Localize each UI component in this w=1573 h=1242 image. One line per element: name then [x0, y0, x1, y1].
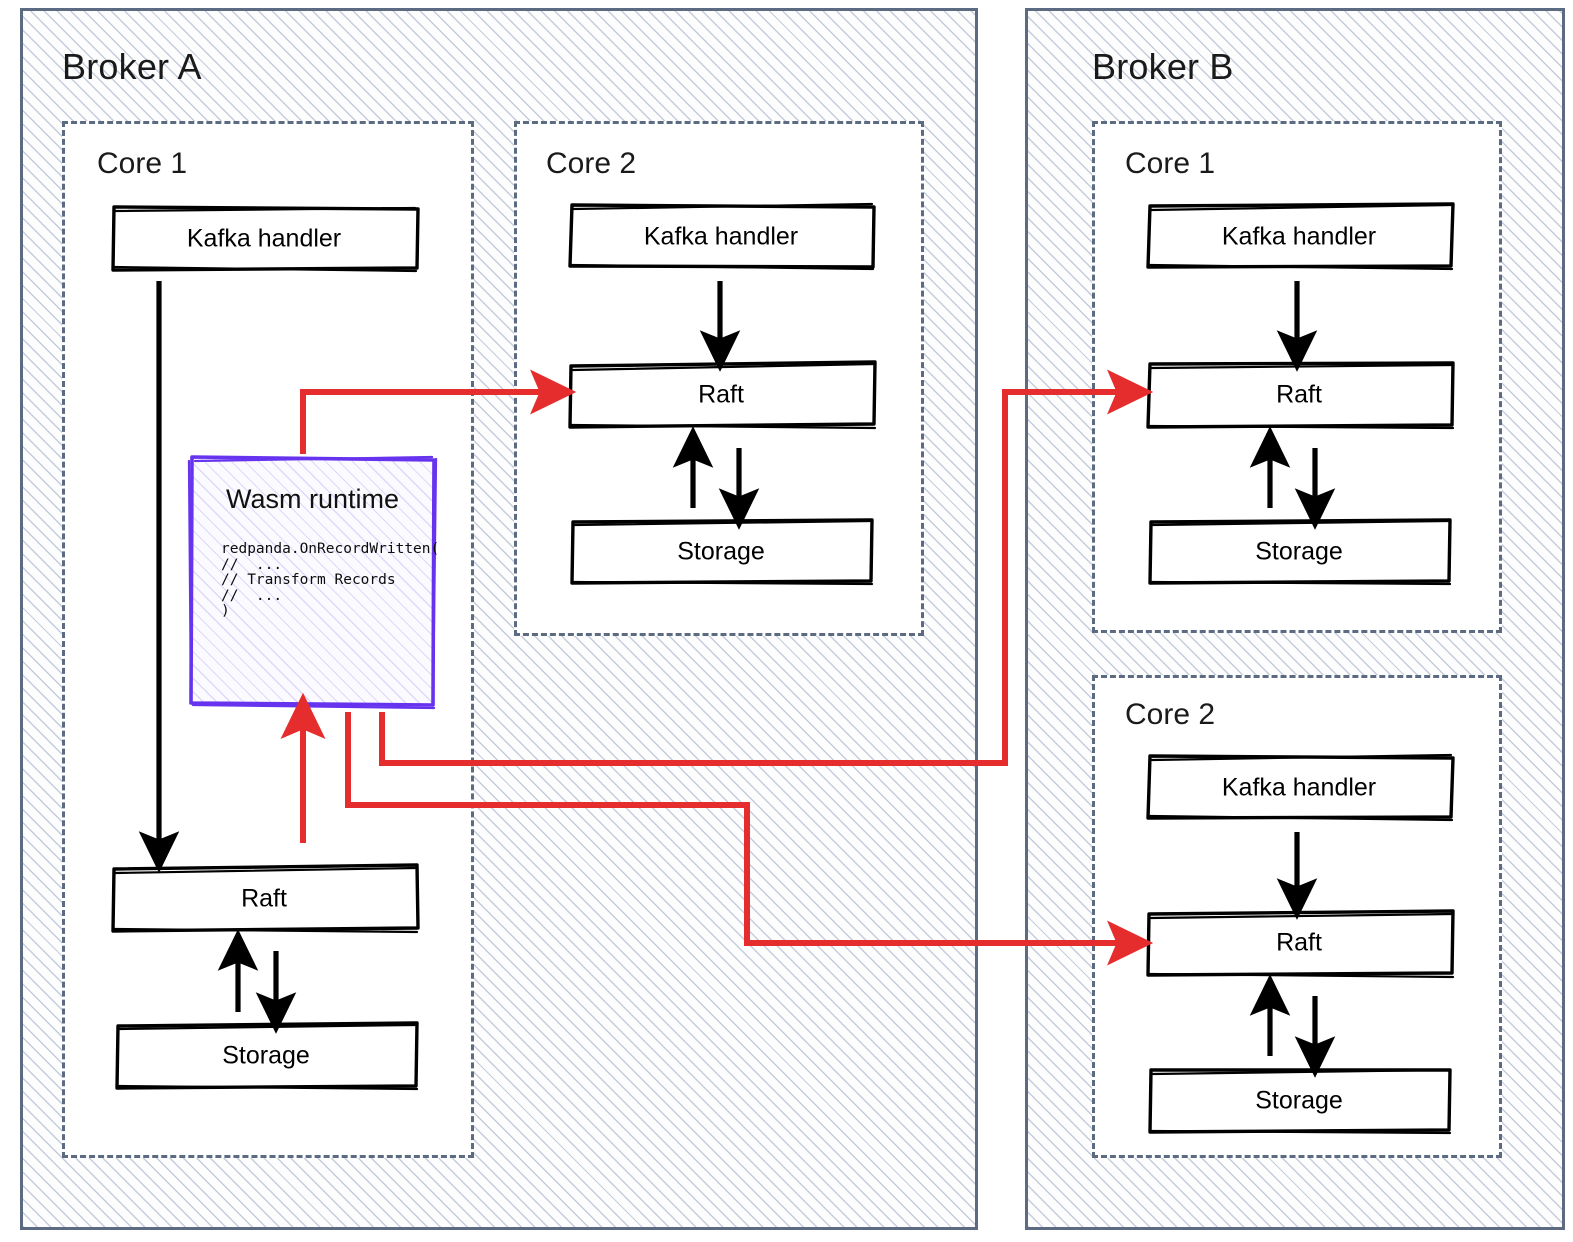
broker-b-core-2-title: Core 2 — [1125, 698, 1216, 731]
broker-b-core-2-kafka-handler-label: Kafka handler — [1221, 773, 1377, 801]
broker-b-core-2-storage-label: Storage — [1255, 1086, 1343, 1114]
broker-b-core-1-raft[interactable]: Raft — [1146, 361, 1455, 430]
broker-a-core-1-storage[interactable]: Storage — [115, 1021, 419, 1091]
broker-b-core-2-storage[interactable]: Storage — [1148, 1068, 1452, 1135]
broker-a-core-2-kafka-handler[interactable]: Kafka handler — [568, 202, 876, 271]
broker-a-core-2-storage[interactable]: Storage — [570, 518, 874, 586]
broker-b-core-1-kafka-handler[interactable]: Kafka handler — [1146, 202, 1455, 271]
broker-a-core-2-title: Core 2 — [546, 147, 637, 180]
broker-b-title: Broker B — [1092, 46, 1234, 87]
broker-a-title: Broker A — [62, 46, 202, 87]
broker-a-core-1-storage-label: Storage — [222, 1041, 310, 1069]
broker-b-core-1-raft-label: Raft — [1276, 380, 1322, 409]
broker-a-core-1-wasm-runtime[interactable]: Wasm runtime redpanda.OnRecordWritten( /… — [187, 455, 439, 710]
broker-a-core-2-raft-label: Raft — [698, 380, 744, 409]
broker-a-core-1-raft[interactable]: Raft — [111, 863, 420, 934]
broker-a-core-2-storage-label: Storage — [677, 537, 765, 565]
broker-a-core-1-title: Core 1 — [97, 147, 188, 180]
wasm-runtime-code: redpanda.OnRecordWritten( // ... // Tran… — [221, 541, 440, 620]
broker-b-core-2-raft[interactable]: Raft — [1146, 909, 1455, 979]
broker-a-core-2-kafka-handler-label: Kafka handler — [643, 222, 799, 250]
broker-b-core-1-storage[interactable]: Storage — [1148, 518, 1452, 586]
broker-b-core-1-title: Core 1 — [1125, 147, 1216, 180]
broker-a-core-2-raft[interactable]: Raft — [568, 360, 877, 430]
broker-a-core-1-kafka-handler[interactable]: Kafka handler — [111, 205, 420, 273]
broker-b-core-2-raft-label: Raft — [1276, 928, 1322, 957]
broker-b-core-2-kafka-handler[interactable]: Kafka handler — [1146, 753, 1455, 822]
wasm-runtime-title: Wasm runtime — [225, 484, 400, 514]
broker-b-core-1-storage-label: Storage — [1255, 537, 1343, 565]
broker-a-core-1-raft-label: Raft — [241, 884, 287, 912]
broker-a-core-1-kafka-handler-label: Kafka handler — [186, 224, 342, 253]
broker-b-core-1-kafka-handler-label: Kafka handler — [1221, 222, 1377, 250]
